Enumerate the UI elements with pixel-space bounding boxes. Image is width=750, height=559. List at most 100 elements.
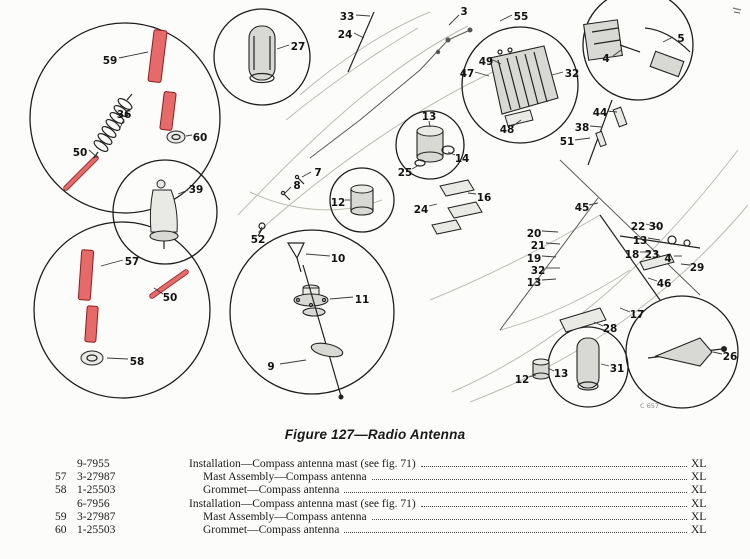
callout-leader-line (119, 118, 125, 129)
part-callout-58: 58 (130, 356, 145, 368)
callout-leader-line (428, 203, 438, 207)
callout-leader-line (88, 149, 99, 159)
part-callout-31: 31 (610, 363, 625, 375)
callout-leader-line (305, 253, 331, 257)
part-callout-24: 24 (338, 29, 353, 41)
part-callout-52: 52 (251, 234, 266, 246)
callout-leader-line (662, 36, 674, 43)
callout-leader-line (619, 307, 631, 313)
grommets (80, 130, 186, 366)
part-callout-39: 39 (189, 184, 204, 196)
cylinder-parts (350, 125, 550, 380)
callout-leader-line (467, 192, 477, 195)
part-number: 1-25503 (77, 484, 116, 497)
part-number: 6-7956 (77, 497, 110, 510)
part-callout-21: 21 (531, 240, 546, 252)
part-callout-16: 16 (477, 192, 492, 204)
part-callout-32: 32 (531, 265, 546, 277)
part-description: Grommet—Compass antenna (203, 524, 340, 537)
callout-leader-line (541, 278, 557, 281)
part-callout-8: 8 (293, 180, 300, 192)
figure-caption: Figure 127—Radio Antenna (284, 427, 466, 442)
catalog-column: XL (691, 471, 707, 484)
dotted-leader (371, 518, 687, 520)
catalog-column: XL (691, 497, 707, 510)
part-description: Installation—Compass antenna mast (see f… (189, 458, 416, 470)
callout-leader-line (411, 164, 420, 170)
callout-leader-line (712, 351, 723, 355)
part-callout-24: 24 (414, 204, 429, 216)
antenna-cap-parts (248, 25, 600, 391)
callout-leader-line (499, 14, 513, 22)
part-callout-13: 13 (527, 277, 542, 289)
part-callout-49: 49 (479, 56, 494, 68)
catalog-column: XL (691, 484, 707, 497)
part-callout-32: 32 (565, 68, 580, 80)
parts-table-row: 9-7955 Installation—Compass antenna mast … (55, 458, 717, 471)
callout-leader-line (118, 51, 149, 59)
part-callout-45: 45 (575, 202, 590, 214)
callout-leader-line (645, 223, 661, 229)
part-callout-4: 4 (664, 253, 671, 265)
callout-leader-line (474, 71, 490, 77)
dotted-leader (344, 492, 687, 494)
plate-code: C 657 (640, 402, 659, 410)
dotted-leader (420, 466, 687, 467)
part-description: Grommet—Compass antenna (203, 484, 340, 497)
callout-leader-line (551, 71, 564, 76)
callout-leader-line (353, 32, 365, 39)
callout-leader-line (279, 359, 307, 365)
insulator-part (149, 179, 179, 249)
part-callout-38: 38 (575, 122, 590, 134)
part-description: Mast Assembly—Compass antenna (203, 510, 367, 523)
callout-leader-line (528, 374, 537, 378)
part-callout-51: 51 (560, 136, 575, 148)
part-callout-9: 9 (267, 361, 274, 373)
part-callout-18: 18 (625, 249, 640, 261)
callout-leader-line (448, 14, 460, 26)
part-callout-20: 20 (527, 228, 542, 240)
part-callout-25: 25 (398, 167, 413, 179)
callout-leader-line (589, 125, 603, 128)
part-callout-3: 3 (460, 6, 467, 18)
catalog-column: XL (691, 458, 707, 470)
callout-leader-line (177, 189, 189, 195)
radio-antenna-diagram: 5936506027332435554494732481344385114251… (29, 0, 749, 410)
part-callout-19: 19 (527, 253, 542, 265)
part-callout-50: 50 (163, 292, 178, 304)
part-callout-23: 23 (645, 249, 660, 261)
part-callout-36: 36 (117, 109, 132, 121)
callout-leader-line (547, 367, 555, 372)
callout-leader-line (276, 44, 290, 50)
part-callout-12: 12 (515, 374, 530, 386)
callout-leader-line (541, 255, 557, 258)
part-callout-10: 10 (331, 253, 346, 265)
callout-leader-line (492, 59, 502, 65)
callout-leader-line (647, 237, 661, 241)
callout-leader-line (428, 120, 431, 128)
part-callout-13: 13 (633, 235, 648, 247)
part-callout-60: 60 (193, 132, 208, 144)
part-callout-17: 17 (630, 309, 645, 321)
part-callout-27: 27 (291, 41, 306, 53)
part-callout-55: 55 (514, 11, 529, 23)
bracket-parts (257, 106, 675, 333)
callout-leader-line (329, 296, 354, 300)
part-callout-46: 46 (657, 278, 672, 290)
catalog-column: XL (691, 524, 707, 537)
part-callout-57: 57 (125, 256, 140, 268)
part-callout-28: 28 (603, 323, 618, 335)
car-body-sketch (237, 11, 749, 403)
part-callout-59: 59 (103, 55, 118, 67)
part-ref: 59 (55, 510, 67, 523)
corner-mark (732, 7, 742, 14)
part-number: 9-7955 (77, 458, 110, 470)
callout-leader-line (574, 137, 591, 141)
callout-leader-line (258, 226, 263, 234)
inset-circles (29, 0, 739, 409)
callout-leader-line (545, 242, 561, 245)
catalog-column: XL (691, 510, 707, 523)
